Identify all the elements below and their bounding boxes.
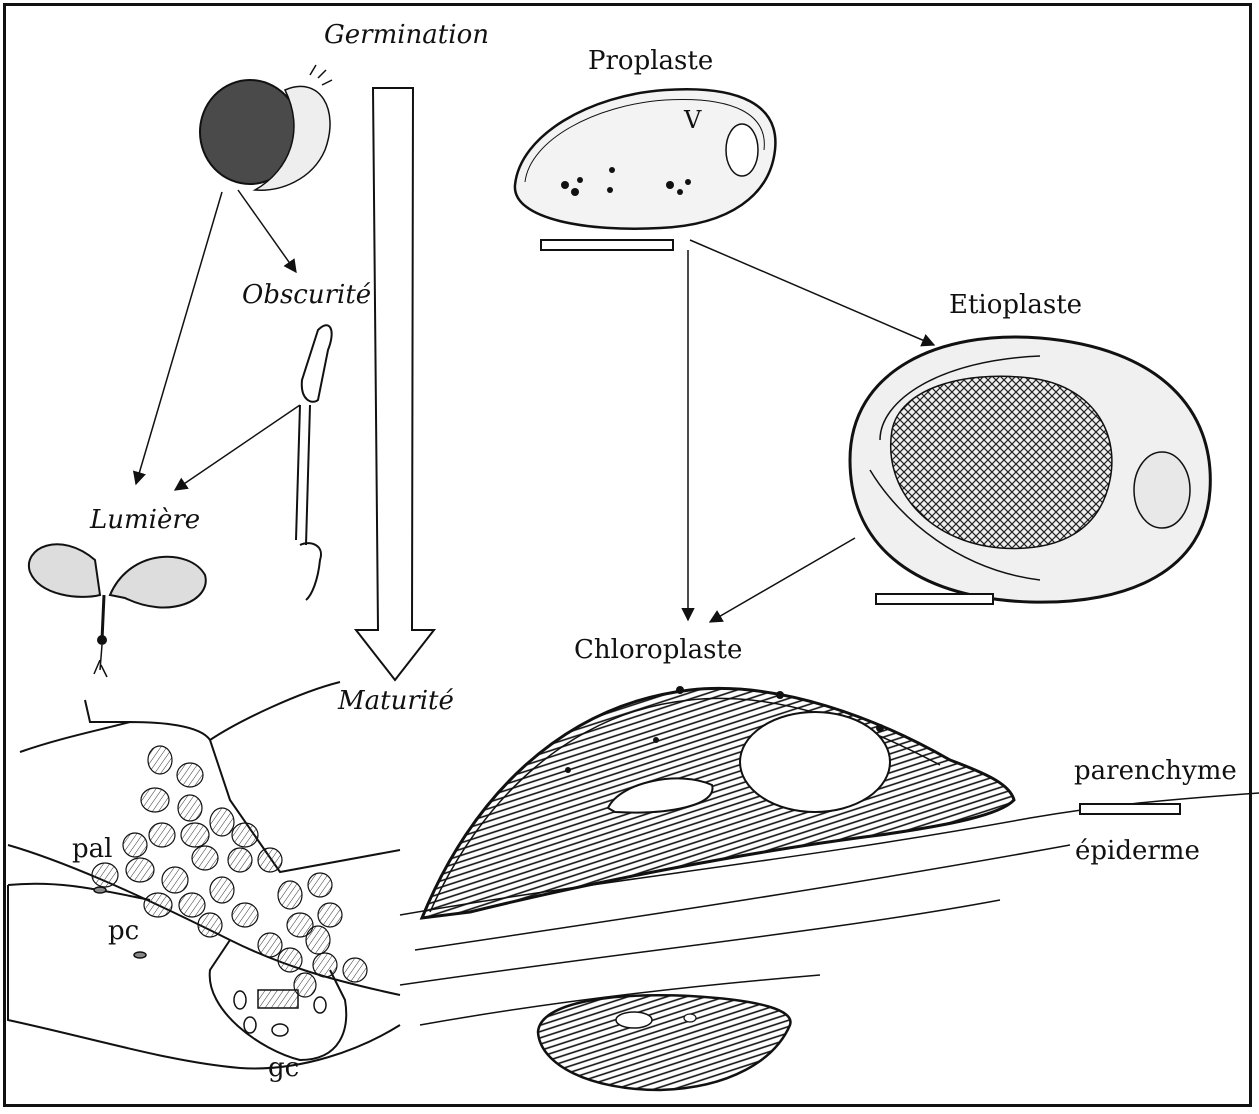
light-seedling — [29, 544, 206, 677]
label-gc: gc — [268, 1055, 299, 1081]
label-obscurite: Obscurité — [242, 282, 371, 308]
label-pal: pal — [72, 836, 112, 862]
label-parenchyme: parenchyme — [1074, 758, 1237, 784]
epidermal-chloroplast — [538, 995, 790, 1090]
chloroplast-scale-bar — [1080, 804, 1180, 814]
label-germination: Germination — [324, 22, 489, 48]
palisade-chloroplasts — [92, 746, 367, 997]
label-lumiere: Lumière — [90, 507, 200, 533]
proplastid-drawing — [515, 89, 776, 250]
etiolated-seedling — [296, 325, 332, 600]
label-proplaste: Proplaste — [588, 48, 713, 74]
maturation-arrow — [356, 88, 434, 680]
label-vacuole: V — [684, 108, 701, 132]
label-maturite: Maturité — [338, 688, 454, 714]
chloroplast-drawing — [422, 686, 1014, 918]
label-etioplaste: Etioplaste — [949, 292, 1082, 318]
label-chloroplaste: Chloroplaste — [574, 637, 742, 663]
seed-drawing — [200, 65, 332, 190]
leaf-tissue-section — [8, 682, 400, 1068]
label-pc: pc — [108, 918, 139, 944]
etioplast-drawing — [850, 337, 1210, 604]
label-epiderme: épiderme — [1075, 838, 1200, 864]
development-arrows — [136, 190, 300, 490]
